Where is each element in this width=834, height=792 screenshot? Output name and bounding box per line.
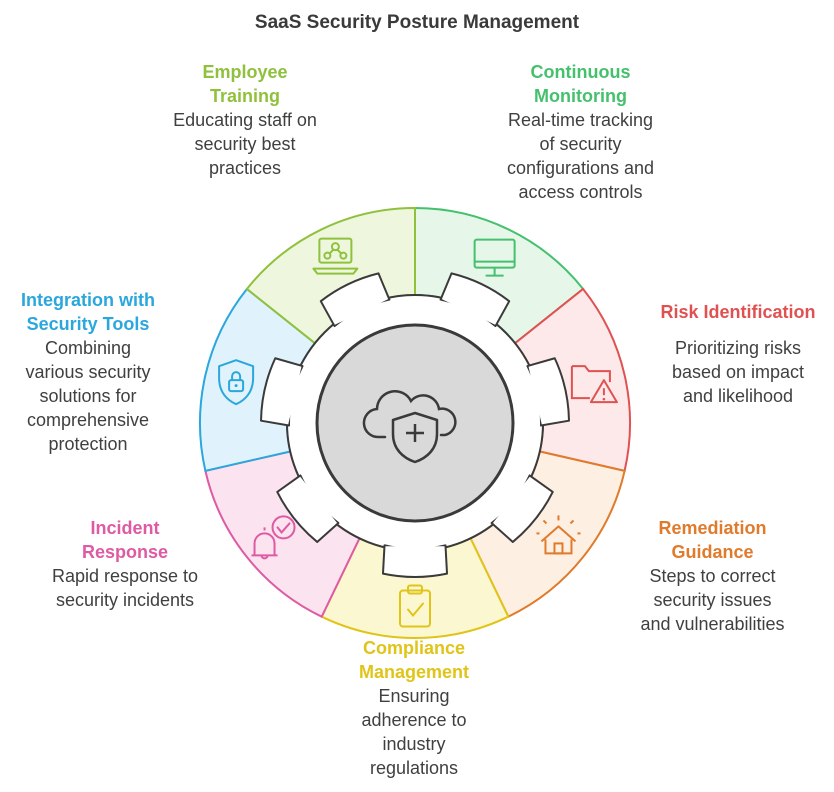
connector-tab-continuous-monitoring (439, 272, 511, 328)
risk-identification-title: Risk Identification (660, 302, 816, 322)
remediation-guidance-title: Remediation Guidance (658, 518, 767, 562)
integration-security-tools-title: Integration with Security Tools (21, 290, 155, 334)
compliance-management-title: Compliance Management (358, 638, 470, 682)
label-continuous-monitoring: Continuous Monitoring Real-time tracking… (478, 60, 683, 204)
employee-training-title: Employee Training (202, 62, 288, 106)
incident-response-title: Incident Response (81, 518, 169, 562)
diagram-title: SaaS Security Posture Management (254, 12, 580, 33)
lock-shield-icon (218, 359, 255, 406)
label-remediation-guidance: Remediation Guidance Steps to correct se… (610, 516, 815, 636)
label-incident-response: Incident Response Rapid response to secu… (20, 516, 230, 612)
integration-security-tools-description: Combining various security solutions for… (25, 338, 151, 454)
folder-warning-icon (570, 365, 618, 404)
compliance-management-description: Ensuring adherence to industry regulatio… (361, 686, 467, 778)
connector-tab-compliance-management (381, 544, 449, 578)
employee-training-description: Educating staff on security best practic… (173, 110, 317, 178)
house-icon (536, 515, 581, 555)
risk-identification-description: Prioritizing risks based on impact and l… (671, 338, 805, 406)
label-compliance-management: Compliance Management Ensuring adherence… (314, 636, 514, 780)
connector-tab-incident-response (276, 474, 340, 543)
continuous-monitoring-title: Continuous Monitoring (530, 62, 631, 106)
connector-tab-employee-training (319, 272, 391, 328)
label-integration-security-tools: Integration with Security Tools Combinin… (0, 288, 176, 456)
incident-response-description: Rapid response to security incidents (51, 566, 199, 610)
continuous-monitoring-description: Real-time tracking of security configura… (506, 110, 655, 202)
clipboard-check-icon (399, 584, 431, 628)
connector-tab-remediation-guidance (490, 474, 554, 543)
label-risk-identification: Risk Identification Prioritizing risks b… (640, 300, 834, 408)
remediation-guidance-description: Steps to correct security issues and vul… (640, 566, 785, 634)
cloud-shield-icon (362, 390, 457, 464)
bell-check-icon (251, 515, 296, 560)
label-employee-training: Employee Training Educating staff on sec… (140, 60, 350, 180)
monitor-icon (473, 238, 516, 277)
laptop-user-icon (312, 237, 359, 275)
